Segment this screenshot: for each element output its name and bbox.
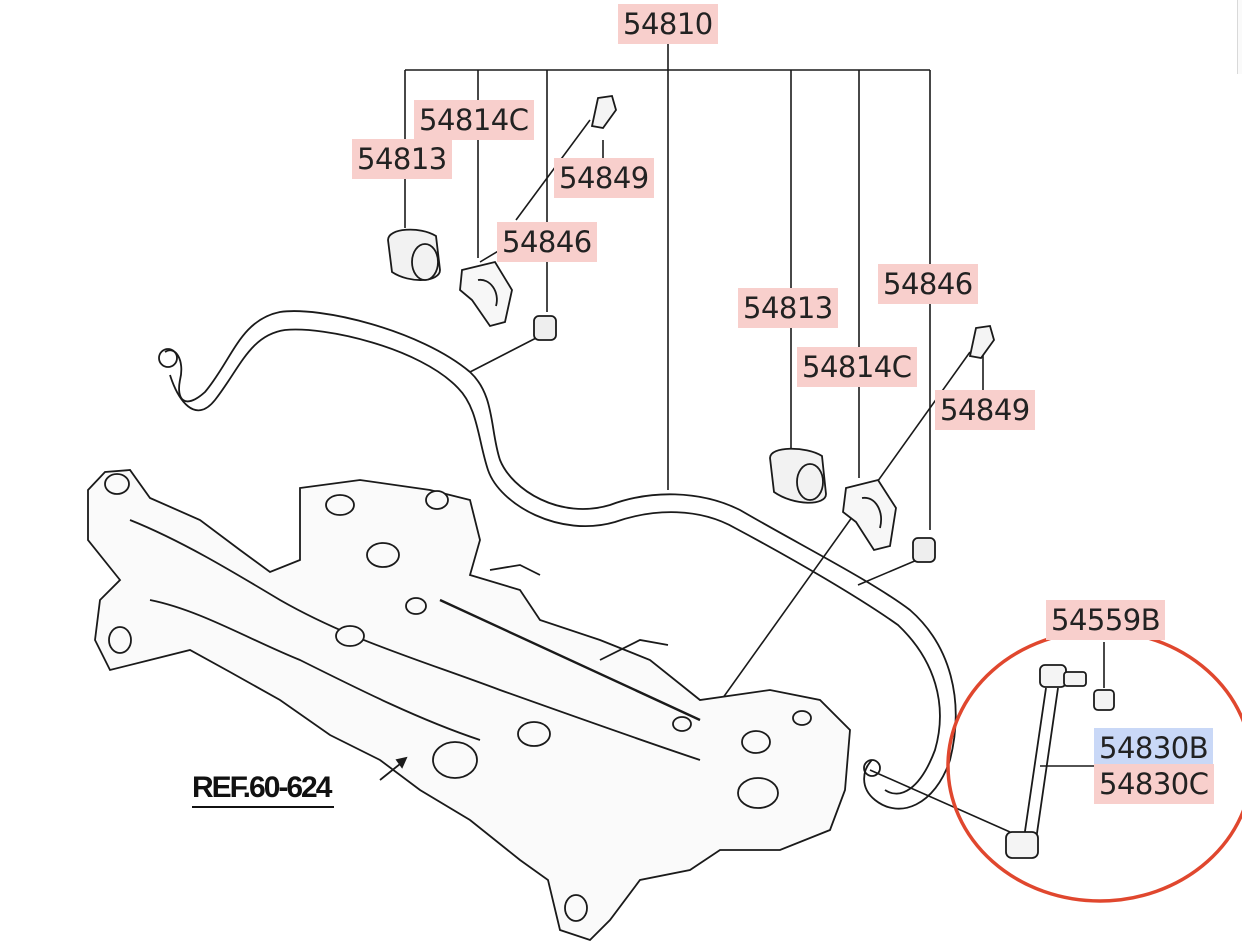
stabilizer-link	[1006, 665, 1114, 858]
label-54849-left[interactable]: 54849	[554, 158, 654, 198]
leader-lines	[405, 42, 1104, 832]
nut-right	[913, 538, 935, 562]
bracket-right	[843, 480, 896, 550]
label-54813-left[interactable]: 54813	[352, 139, 452, 179]
bolt-left	[592, 96, 616, 128]
ref-label[interactable]: REF.60-624	[192, 770, 335, 808]
label-54814c-left[interactable]: 54814C	[414, 100, 534, 140]
bracket-left	[460, 262, 512, 326]
stabilizer-bar	[159, 311, 956, 809]
label-54810[interactable]: 54810	[618, 4, 718, 44]
label-54813-right[interactable]: 54813	[738, 288, 838, 328]
label-54846-left[interactable]: 54846	[497, 222, 597, 262]
label-54846-right[interactable]: 54846	[878, 264, 978, 304]
crossmember-subframe	[88, 470, 850, 940]
label-54830b[interactable]: 54830B	[1094, 728, 1214, 768]
label-54559b[interactable]: 54559B	[1046, 600, 1166, 640]
label-54830c[interactable]: 54830C	[1094, 764, 1214, 804]
label-54849-right[interactable]: 54849	[935, 390, 1035, 430]
window-edge	[1237, 0, 1242, 74]
bushing-right	[770, 449, 826, 503]
bushing-left	[388, 230, 440, 280]
label-54814c-right[interactable]: 54814C	[797, 347, 917, 387]
bolt-right	[970, 326, 994, 358]
nut-left	[534, 316, 556, 340]
